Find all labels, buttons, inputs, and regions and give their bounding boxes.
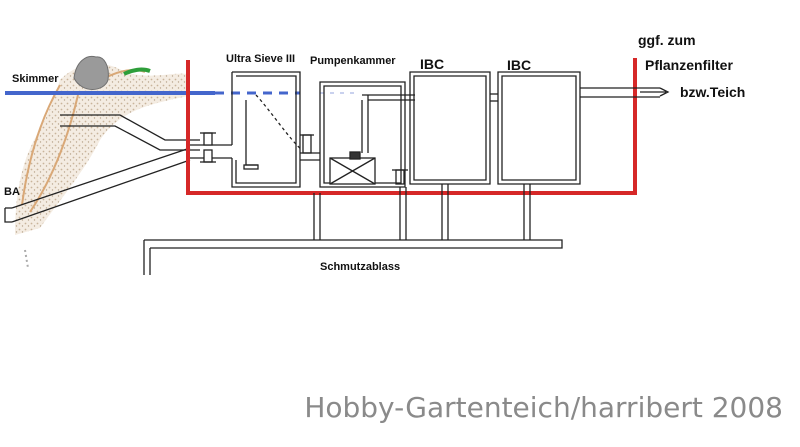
schmutzablass-label: Schmutzablass xyxy=(320,261,400,273)
watermark-text: Hobby-Gartenteich/harribert 2008 xyxy=(304,391,783,424)
ultra-sieve-label: Ultra Sieve III xyxy=(226,53,295,65)
ibc-tank-2 xyxy=(497,71,581,185)
skimmer-label: Skimmer xyxy=(12,73,59,85)
pump-chamber xyxy=(300,81,415,188)
rock xyxy=(73,55,109,90)
filter-enclosure xyxy=(186,58,637,195)
pflanzenfilter-label: Pflanzenfilter xyxy=(645,57,733,73)
pump-x-icon xyxy=(329,151,376,185)
connector-pipes xyxy=(490,87,660,102)
ibc-1-label: IBC xyxy=(420,56,444,72)
ibc-tank-1 xyxy=(409,71,491,185)
flow-arrow-icon xyxy=(640,87,670,97)
pumpenkammer-label: Pumpenkammer xyxy=(310,55,396,67)
ggf-zum-label: ggf. zum xyxy=(638,32,696,48)
bottom-drain-pipe xyxy=(4,147,191,223)
valve-icon xyxy=(200,132,216,163)
ultra-sieve-box xyxy=(231,71,303,188)
plant xyxy=(123,67,151,76)
ibc-2-label: IBC xyxy=(507,57,531,73)
ba-label: BA xyxy=(4,186,20,198)
bzw-teich-label: bzw.Teich xyxy=(680,84,745,100)
valve-icon xyxy=(300,134,314,154)
drain-manifold xyxy=(143,184,563,275)
